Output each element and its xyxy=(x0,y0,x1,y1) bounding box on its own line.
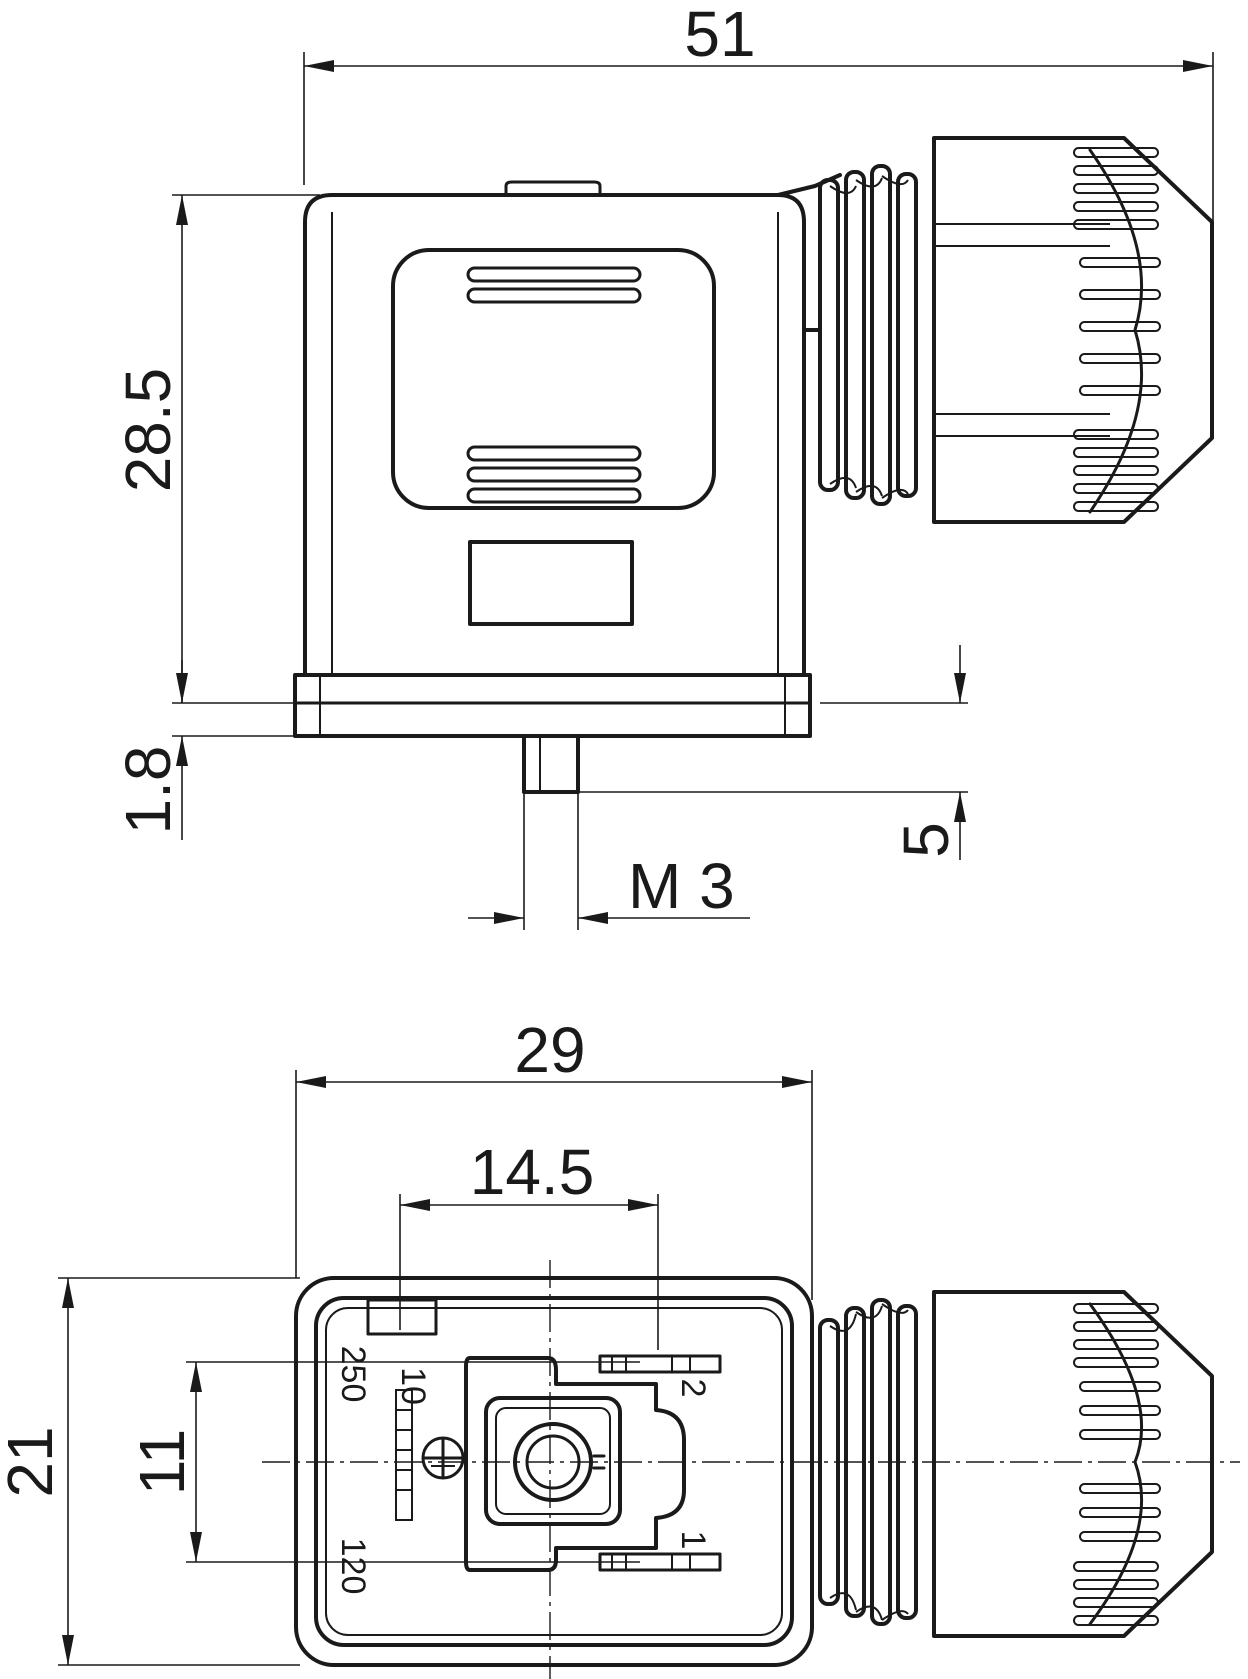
dim-width: 29 xyxy=(295,1014,813,1300)
pin-number-1: 1 xyxy=(674,1531,712,1550)
dim-label-28-5: 28.5 xyxy=(112,368,184,493)
marking-250: 250 xyxy=(334,1346,372,1403)
dim-label-29: 29 xyxy=(514,1014,585,1086)
pin-number-2: 2 xyxy=(674,1379,712,1398)
dim-overall-length: 51 xyxy=(303,0,1214,222)
cable-gland-nut xyxy=(932,136,1214,524)
dim-label-m3: M 3 xyxy=(628,850,735,922)
dim-screw-length: 5 xyxy=(578,645,968,860)
bottom-cable-gland-nut xyxy=(932,1290,1214,1638)
dim-pin-spacing: 14.5 xyxy=(399,1136,659,1350)
dim-height: 28.5 xyxy=(112,194,320,704)
bottom-cable-gland-thread xyxy=(818,1298,918,1626)
dim-label-11: 11 xyxy=(126,1429,198,1495)
dim-pin-pitch: 11 xyxy=(126,1361,640,1563)
housing-bottom: 2 1 10 250 120 xyxy=(294,1276,814,1667)
contact-pin-1 xyxy=(598,1552,722,1572)
marking-120: 120 xyxy=(334,1538,372,1595)
dim-height-21: 21 xyxy=(0,1277,300,1666)
nut-knurling xyxy=(1073,147,1161,512)
bottom-nut-knurling xyxy=(1073,1303,1161,1626)
dim-label-14-5: 14.5 xyxy=(470,1136,595,1208)
dim-label-51: 51 xyxy=(684,0,755,70)
side-view: 51 28.5 1.8 5 xyxy=(112,0,1214,930)
dim-thread: M 3 xyxy=(468,792,750,930)
marking-10: 10 xyxy=(394,1367,432,1405)
marking-scale xyxy=(395,1389,413,1521)
contact-pin-2 xyxy=(598,1354,722,1374)
ground-icon xyxy=(421,1436,465,1480)
dim-label-5: 5 xyxy=(890,822,962,858)
housing-body xyxy=(293,180,812,794)
bottom-view: 29 14.5 21 11 xyxy=(0,1014,1240,1679)
dim-label-1-8: 1.8 xyxy=(112,746,184,835)
dim-label-21: 21 xyxy=(0,1426,66,1497)
cable-gland-thread xyxy=(776,164,918,506)
dim-flange: 1.8 xyxy=(112,660,300,840)
